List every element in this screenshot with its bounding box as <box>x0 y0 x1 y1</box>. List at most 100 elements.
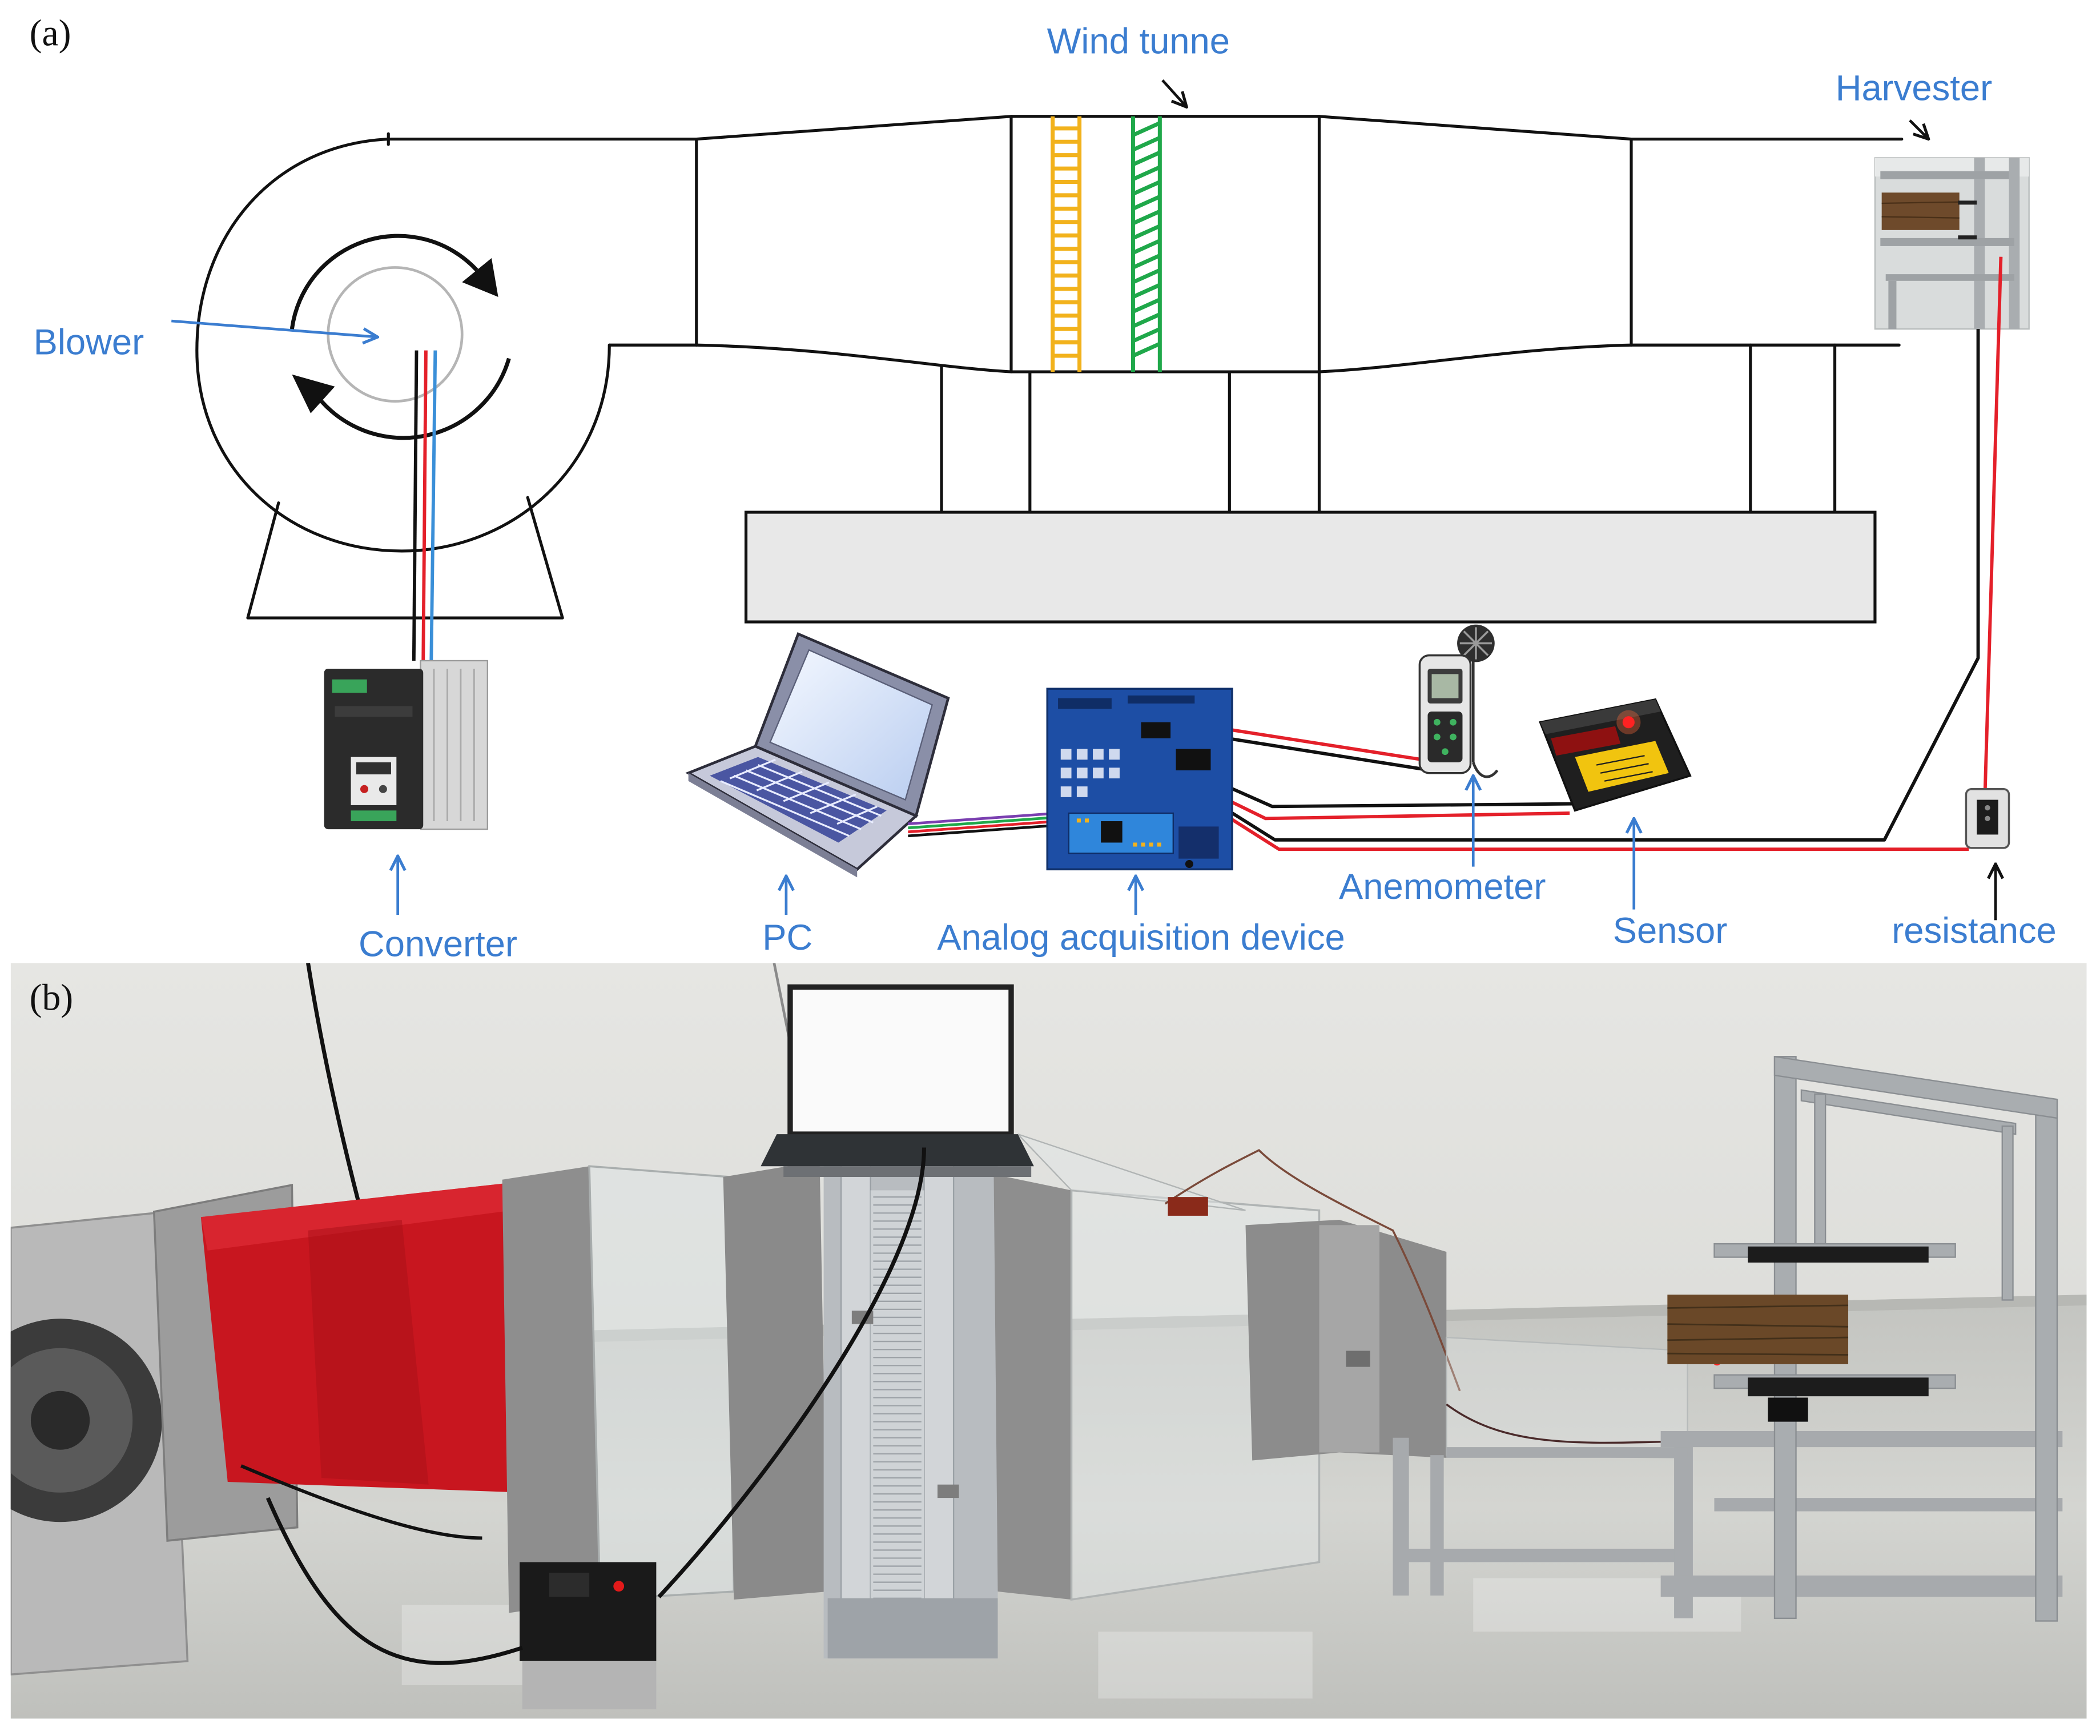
green-screen-rung <box>1132 327 1161 343</box>
wood-grain <box>1667 1304 1849 1356</box>
heatsink-fins <box>433 669 475 822</box>
mcu-chip <box>1101 821 1123 843</box>
converter-icon <box>324 660 488 830</box>
laptop-base-edge <box>688 773 858 878</box>
harvester-frame-bar <box>1885 274 2014 281</box>
sensor-label: Sensor <box>1613 911 1728 951</box>
green-screen-rung <box>1132 150 1161 167</box>
honeycomb-screen-yellow <box>1051 116 1082 372</box>
laser-sensor-photo <box>1768 1397 1808 1422</box>
board-chip <box>1141 722 1171 738</box>
mcu-pins <box>1076 818 1161 847</box>
laptop-icon <box>685 632 950 878</box>
green-screen-rung <box>1132 121 1161 137</box>
sensor-display <box>1551 726 1621 756</box>
harvester-wire-red <box>1983 256 2003 800</box>
green-screen-rung <box>1132 254 1161 270</box>
converter-label: Converter <box>359 925 517 965</box>
contraction-top <box>1317 115 1633 141</box>
diffuser-bottom <box>695 343 1013 373</box>
anemometer-fan-blades <box>1459 627 1492 660</box>
laptop-screen <box>769 649 933 801</box>
aluminum-stand <box>1393 1431 2063 1618</box>
rotation-arc-upper <box>289 234 478 329</box>
blower-cable <box>240 1464 482 1540</box>
green-screen-rung <box>1132 268 1161 284</box>
blower-volute <box>195 137 611 553</box>
converter-button-red <box>360 785 369 793</box>
anemometer-keys <box>1434 718 1457 756</box>
anemometer-cable <box>1472 762 1499 778</box>
converter-button <box>379 785 387 793</box>
wind-tunnel <box>387 115 1904 624</box>
rotation-arrowhead-upper <box>462 258 498 297</box>
anemometer-label: Anemometer <box>1339 867 1546 907</box>
wind-tunnel-label: Wind tunne <box>1047 22 1230 62</box>
tunnel-flange-gray <box>993 1174 1072 1600</box>
harvester-frame-leg <box>1888 280 1897 329</box>
harvester-bluff-body <box>1881 192 1960 230</box>
green-screen-rung <box>1132 195 1161 211</box>
laser-sensor-icon <box>1539 698 1692 812</box>
green-screen-rung <box>1132 224 1161 240</box>
fabric-highlight <box>200 1177 563 1251</box>
fabric-shadow <box>308 1219 429 1485</box>
honeycomb-mesh-lines <box>873 1196 922 1599</box>
harvester-beam <box>1958 235 1977 240</box>
sensor-cable <box>1446 1403 1661 1444</box>
green-screen-rung <box>1132 136 1161 152</box>
harvester-label: Harvester <box>1836 69 1992 108</box>
sensor-laser-dot <box>1622 716 1635 729</box>
green-screen-rung <box>1132 283 1161 299</box>
harvester-photo <box>1874 157 2030 330</box>
power-module <box>1178 826 1219 859</box>
blower <box>195 132 611 661</box>
harvester-frame-bar <box>1880 238 2014 246</box>
rotation-arc-lower <box>320 357 511 440</box>
test-section-face <box>1319 1225 1380 1453</box>
sensor-label-text-lines <box>1596 755 1653 782</box>
converter-photo-heatsink <box>522 1661 657 1710</box>
usb-cable <box>908 811 1059 838</box>
green-screen-rung <box>1132 239 1161 255</box>
settling-chamber-base <box>827 1598 998 1659</box>
converter-cable <box>265 1497 523 1665</box>
sensor-warning-label <box>1575 741 1669 792</box>
blower-stand <box>246 496 564 620</box>
contraction-top-panel <box>1017 1133 1246 1211</box>
aluminum-column <box>923 1163 955 1646</box>
harvester-beam <box>1958 200 1977 205</box>
wind-tunnel-arrow <box>1161 79 1186 107</box>
harvester-clamp <box>1748 1246 1929 1263</box>
converter-display <box>356 762 391 775</box>
contraction-bottom <box>1317 343 1633 373</box>
green-screen-rung <box>1132 165 1161 182</box>
converter-photo-display <box>549 1573 590 1597</box>
green-screen-rung <box>1132 312 1161 328</box>
resistance-label: resistance <box>1892 911 2057 951</box>
anemometer-lcd <box>1431 674 1459 698</box>
converter-photo-led <box>613 1581 625 1592</box>
harvester-clamp <box>1748 1377 1929 1397</box>
sensor-top-face <box>1540 699 1661 734</box>
harvester-frame-bar <box>1880 171 2009 179</box>
panel-a-tag: (a) <box>30 13 71 54</box>
tunnel-flange-gray <box>502 1166 600 1613</box>
converter-top-tab <box>332 679 367 693</box>
panel-a-diagram: (a) Blower <box>30 13 2057 965</box>
green-screen-rung <box>1132 209 1161 226</box>
converter-vent <box>335 706 413 717</box>
tunnel-circuit-board <box>1168 1197 1208 1216</box>
anemometer-icon <box>1418 624 1499 778</box>
board-components <box>1060 749 1120 797</box>
green-screen-rung <box>1132 180 1161 196</box>
panel-b-tag: (b) <box>30 977 74 1018</box>
laptop-photo-base <box>761 1134 1034 1167</box>
floor-reflections <box>401 1578 1741 1699</box>
power-wire-black <box>412 350 419 661</box>
green-screen-rung <box>1132 341 1161 358</box>
laptop-photo-stand <box>783 1166 1032 1178</box>
diffuser-top <box>695 115 1013 141</box>
test-section-transparent <box>1446 1336 1688 1459</box>
